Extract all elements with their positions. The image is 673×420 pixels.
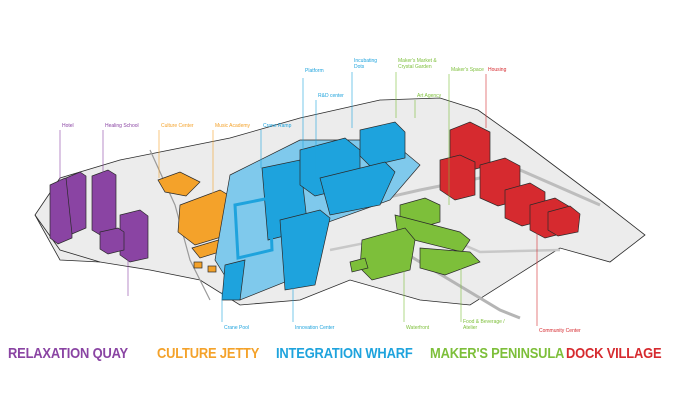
- incubating-dots-blocks: [359, 121, 406, 167]
- label-hotel: Hotel: [62, 123, 74, 129]
- community-center-building: [547, 205, 581, 237]
- food-beverage-building: [419, 247, 481, 276]
- zone-culture-jetty: CULTURE JETTY: [157, 345, 260, 362]
- makers-small-block: [349, 257, 369, 273]
- relaxation-low-block: [99, 227, 125, 255]
- relaxation-quay-buildings: [49, 169, 149, 263]
- label-crane-ramp: Crane Ramp: [263, 123, 292, 129]
- label-platform: Platform: [305, 68, 324, 74]
- integration-wharf-buildings: [214, 121, 421, 301]
- healing-school-building: [91, 169, 117, 237]
- label-incubating-dots: Incubating Dots: [354, 58, 378, 70]
- label-makers-space: Maker's Space: [451, 67, 484, 73]
- healing-school-wing: [119, 209, 149, 263]
- makers-peninsula-buildings: [349, 197, 481, 281]
- culture-pavilion-2: [207, 265, 217, 273]
- zone-relaxation-quay: RELAXATION QUAY: [8, 345, 128, 362]
- rd-center-building: [319, 161, 396, 216]
- label-makers-market: Maker's Market & Crystal Garden: [398, 58, 437, 70]
- zone-makers-peninsula: MAKER'S PENINSULA: [430, 345, 565, 362]
- culture-pavilion-1: [193, 261, 203, 269]
- label-food-beverage: Food & Beverage / Atelier: [463, 319, 505, 331]
- label-waterfront: Waterfront: [406, 325, 430, 331]
- zone-dock-village: DOCK VILLAGE: [566, 345, 662, 362]
- leader-lines: [59, 72, 538, 326]
- label-community-center: Community Center: [539, 328, 581, 334]
- label-housing: Housing: [488, 67, 507, 73]
- label-music-academy: Music Academy: [215, 123, 251, 129]
- innovation-center-building: [279, 209, 331, 291]
- label-art-agency: Art Agency: [417, 93, 442, 99]
- label-rd-center: R&D center: [318, 93, 344, 99]
- hotel-building: [49, 177, 73, 245]
- label-healing-school: Healing School: [105, 123, 139, 129]
- zone-integration-wharf: INTEGRATION WHARF: [276, 345, 413, 362]
- label-culture-center: Culture Center: [161, 123, 194, 129]
- dock-village-buildings: [439, 121, 581, 239]
- housing-block-2: [439, 154, 476, 201]
- culture-center-building: [157, 171, 201, 197]
- crane-pool: [221, 259, 246, 301]
- hotel-tower: [65, 171, 87, 235]
- quay-edge: [34, 214, 101, 263]
- label-innovation-center: Innovation Center: [295, 325, 335, 331]
- integration-crane-frame: [233, 196, 274, 260]
- label-crane-pool: Crane Pool: [224, 325, 250, 331]
